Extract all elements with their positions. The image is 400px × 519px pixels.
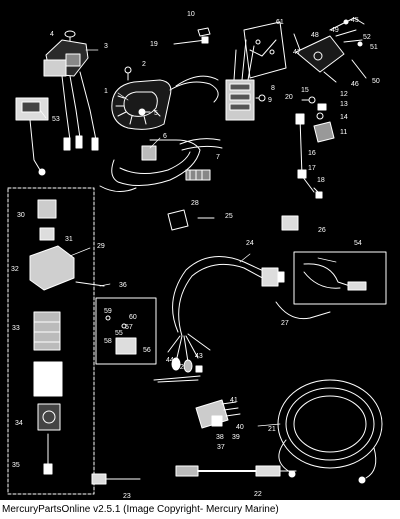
callout-49: 49 [331, 27, 339, 34]
callout-55: 55 [115, 330, 123, 337]
callout-12: 12 [340, 91, 348, 98]
callout-27: 27 [281, 320, 289, 327]
module-37-41 [195, 399, 241, 429]
callout-8: 8 [271, 85, 275, 92]
callout-44: 44 [166, 357, 174, 364]
callout-58: 58 [104, 338, 112, 345]
callout-24: 24 [246, 240, 254, 247]
callout-60: 60 [129, 314, 137, 321]
bracket-part-11 [313, 121, 335, 143]
copyright-caption: MercuryPartsOnline v2.5.1 (Image Copyrig… [2, 504, 279, 515]
callout-40: 40 [236, 424, 244, 431]
screw-part-2 [124, 66, 132, 81]
callout-5: 5 [154, 110, 158, 117]
callout-19: 19 [150, 41, 158, 48]
diagram-artwork [7, 17, 387, 495]
callout-31: 31 [65, 236, 73, 243]
callout-13: 13 [340, 101, 348, 108]
parts-diagram: 10 19 4 3 2 1 5 6 7 8 9 61 47 48 49 45 5… [0, 0, 400, 500]
callout-9: 9 [268, 97, 272, 104]
callout-26: 26 [318, 227, 326, 234]
callout-28: 28 [191, 200, 199, 207]
callout-45: 45 [351, 17, 359, 24]
callout-42: 42 [176, 364, 184, 371]
callout-32: 32 [11, 266, 19, 273]
callout-39: 39 [232, 434, 240, 441]
callout-14: 14 [340, 114, 348, 121]
connector-part-7 [179, 138, 223, 181]
clamp-part-10 [197, 27, 211, 37]
bolt-part-19 [173, 36, 209, 45]
callout-18: 18 [317, 177, 325, 184]
callout-7: 7 [216, 154, 220, 161]
rectifier-assembly [293, 17, 367, 83]
callout-6: 6 [163, 133, 167, 140]
clip-part-26 [281, 215, 299, 231]
callout-41: 41 [230, 397, 238, 404]
callout-51: 51 [370, 44, 378, 51]
small-parts-42-44 [153, 365, 203, 383]
callout-1: 1 [104, 88, 108, 95]
callout-46: 46 [351, 81, 359, 88]
cable-part-22 [175, 465, 297, 477]
callout-20: 20 [285, 94, 293, 101]
bracket-part-28 [167, 209, 215, 231]
callout-53: 53 [52, 116, 60, 123]
callout-29: 29 [97, 243, 105, 250]
callout-30: 30 [17, 212, 25, 219]
callout-57: 57 [125, 324, 133, 331]
ignition-coil-part-3 [43, 39, 99, 151]
wiring-harness-part-24 [167, 256, 285, 373]
callout-38: 38 [216, 434, 224, 441]
callout-54: 54 [354, 240, 362, 247]
hardware-12-15 [301, 96, 327, 120]
detail-box-29-36 [7, 187, 105, 495]
callout-10: 10 [187, 11, 195, 18]
callout-4: 4 [50, 31, 54, 38]
callout-50: 50 [372, 78, 380, 85]
coiled-harness-part-21 [277, 379, 383, 484]
bracket-plate-part-61 [243, 21, 287, 79]
inset-box-part-54 [275, 251, 387, 320]
trigger-part-6 [99, 139, 201, 192]
callout-48: 48 [311, 32, 319, 39]
leader-lines [39, 49, 337, 427]
callout-56: 56 [143, 347, 151, 354]
stator-part-1 [111, 75, 219, 130]
bolt-part-5 [138, 108, 151, 116]
inset-box-55-60 [95, 297, 157, 365]
callout-37: 37 [217, 444, 225, 451]
lead-part-23 [91, 473, 141, 485]
callout-15: 15 [301, 87, 309, 94]
callout-34: 34 [15, 420, 23, 427]
screw-part-9 [255, 94, 266, 102]
callout-11: 11 [340, 129, 348, 136]
bracket-part-53 [15, 97, 49, 176]
callout-3: 3 [104, 43, 108, 50]
callout-61: 61 [276, 19, 284, 26]
callout-47: 47 [293, 49, 301, 56]
switch-box-part-8 [225, 39, 255, 121]
sensor-16-18 [295, 113, 323, 199]
callout-59: 59 [104, 308, 112, 315]
callout-2: 2 [142, 61, 146, 68]
callout-22: 22 [254, 491, 262, 498]
callout-16: 16 [308, 150, 316, 157]
callout-21: 21 [268, 426, 276, 433]
callout-35: 35 [12, 462, 20, 469]
callout-25: 25 [225, 213, 233, 220]
callout-33: 33 [12, 325, 20, 332]
callout-43: 43 [195, 353, 203, 360]
callout-23: 23 [123, 493, 131, 500]
callout-36: 36 [119, 282, 127, 289]
callout-17: 17 [308, 165, 316, 172]
callout-52: 52 [363, 34, 371, 41]
